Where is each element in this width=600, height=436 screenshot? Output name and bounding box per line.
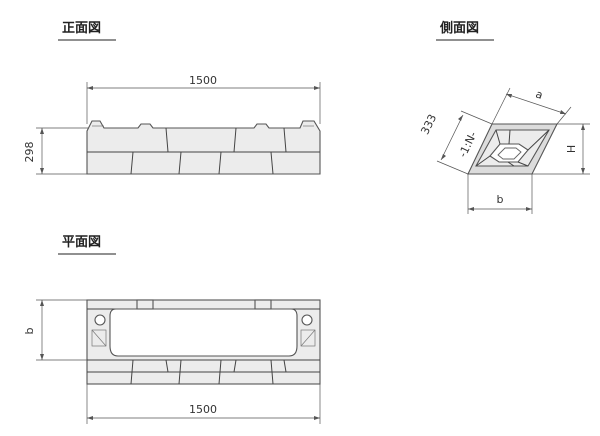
side-slope-label: -1:N- <box>456 130 479 160</box>
plan-view-title: 平面図 <box>62 235 101 250</box>
plan-width-dimension: 1500 <box>86 384 321 424</box>
side-a-label: a <box>534 87 545 102</box>
front-width-dimension: 1500 <box>86 74 321 124</box>
front-view: 正面図 1500 298 <box>23 21 321 175</box>
side-h-label: H <box>565 145 578 153</box>
front-height-label: 298 <box>23 142 36 163</box>
side-a-dimension: a <box>491 87 572 125</box>
plan-b-label: b <box>23 327 36 334</box>
side-b-dimension: b <box>467 174 533 214</box>
side-view: 側面図 a <box>418 20 590 214</box>
plan-view: 平面図 b 1500 <box>23 235 321 424</box>
plan-b-dimension: b <box>23 299 88 361</box>
side-block <box>467 123 558 175</box>
side-view-title: 側面図 <box>439 20 479 36</box>
side-h-dimension: H <box>532 123 590 175</box>
front-block <box>86 120 321 175</box>
side-length-label: 333 <box>418 112 439 137</box>
side-b-label: b <box>497 193 504 206</box>
front-height-dimension: 298 <box>23 127 88 175</box>
plan-block <box>86 299 321 385</box>
front-width-label: 1500 <box>189 74 217 87</box>
plan-width-label: 1500 <box>189 403 217 416</box>
front-view-title: 正面図 <box>62 21 101 36</box>
